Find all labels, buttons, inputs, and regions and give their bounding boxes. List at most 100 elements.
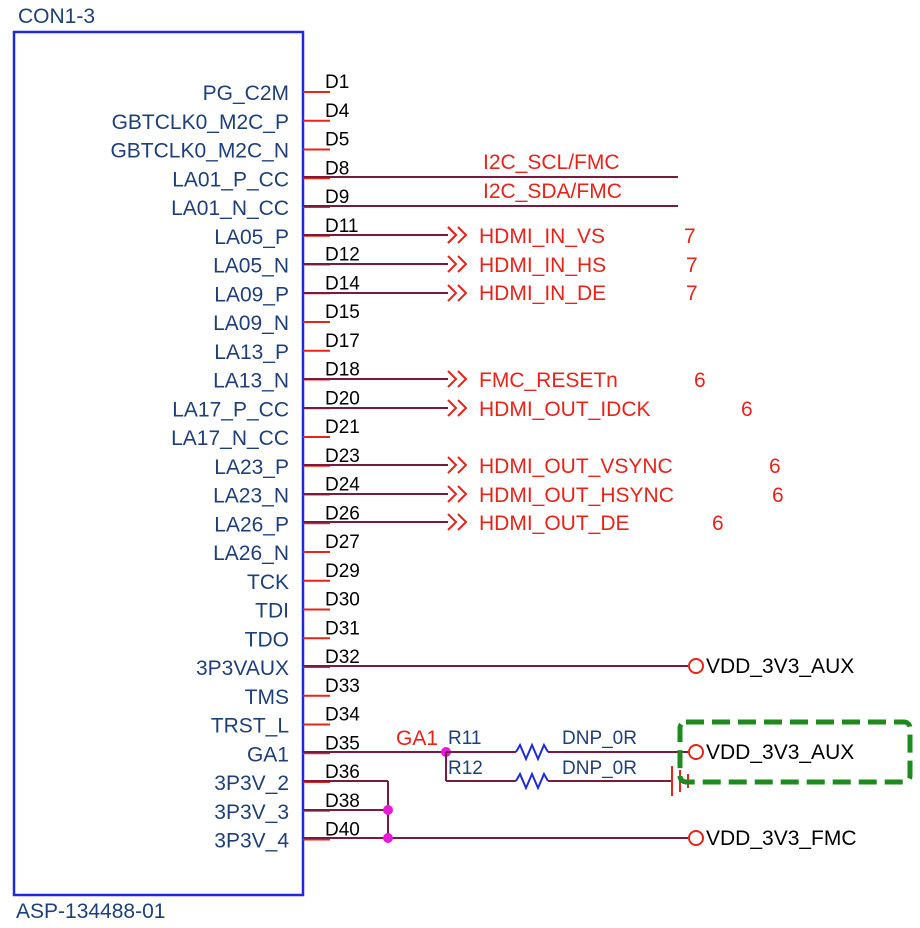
pin-number: D30: [325, 590, 360, 611]
pin-name: LA23_N: [213, 485, 289, 508]
pin-number: D14: [325, 273, 360, 294]
pin-number: D18: [325, 360, 360, 381]
resistor-r12: [515, 771, 549, 791]
pin-name: 3P3V_2: [214, 772, 289, 795]
pin-number: D34: [325, 705, 360, 726]
pin-number: D15: [325, 302, 360, 323]
pin-number: D32: [325, 647, 360, 668]
pin-name: LA23_P: [214, 456, 289, 479]
net-label-vdd-aux-1: VDD_3V3_AUX: [706, 655, 854, 678]
pin-name: LA13_N: [213, 370, 289, 393]
pin-number: D29: [325, 561, 360, 582]
port-chevron-15: [447, 513, 458, 531]
pin-number: D36: [325, 762, 360, 783]
net-label-hdmi-in-vs: HDMI_IN_VS: [479, 225, 605, 248]
pin-name: PG_C2M: [203, 82, 289, 105]
pin-number: D12: [325, 245, 360, 266]
pin-number: D33: [325, 676, 360, 697]
port-chevron-8: [457, 370, 468, 388]
pin-number: D11: [325, 216, 358, 237]
connector-part-number: ASP-134488-01: [16, 900, 165, 923]
sheet-ref-hdmi-out-de: 6: [712, 512, 724, 535]
sheet-ref-hdmi-out-vsync: 6: [769, 455, 781, 478]
pin-name: LA09_P: [214, 283, 289, 306]
net-label-i2c-scl: I2C_SCL/FMC: [483, 151, 620, 174]
sheet-ref-fmc-resetn: 6: [694, 369, 706, 392]
port-chevron-12: [457, 456, 468, 474]
power-port-vdd-aux-1: [688, 658, 704, 674]
pin-name: TMS: [245, 686, 289, 709]
port-chevron-6: [457, 284, 468, 302]
pin-number: D23: [325, 446, 360, 467]
pin-name: LA05_P: [214, 226, 289, 249]
pin-name: 3P3V_4: [214, 830, 289, 853]
pin-number: D5: [325, 130, 349, 151]
port-chevron-13: [447, 485, 458, 503]
pin-name: TCK: [247, 571, 289, 594]
sheet-ref-hdmi-in-de: 7: [686, 282, 698, 305]
port-chevron-2: [457, 226, 468, 244]
pin-number: D20: [325, 388, 360, 409]
pin-name: GBTCLK0_M2C_P: [112, 111, 289, 134]
pin-number: D27: [325, 532, 360, 553]
pin-name: GBTCLK0_M2C_N: [110, 140, 289, 163]
port-chevron-16: [457, 513, 468, 531]
junction-3p3v-3: [383, 805, 393, 815]
pin-name: 3P3VAUX: [196, 657, 289, 680]
net-label-ga1: GA1: [396, 727, 438, 750]
net-label-hdmi-out-hsync: HDMI_OUT_HSYNC: [479, 484, 674, 507]
highlight-box: [677, 719, 913, 785]
junction-3p3v-4: [383, 833, 393, 843]
resistor-r11: [515, 742, 549, 762]
ref-r11: R11: [448, 728, 481, 749]
power-port-vdd-aux-2: [688, 744, 704, 760]
pin-name: TDO: [245, 628, 289, 651]
pin-name: LA01_N_CC: [171, 197, 289, 220]
sheet-ref-hdmi-in-hs: 7: [686, 254, 698, 277]
power-port-vdd-fmc: [688, 830, 704, 846]
value-r11: DNP_0R: [562, 728, 637, 749]
pin-name: LA09_N: [213, 312, 289, 335]
pin-number: D9: [325, 187, 349, 208]
pin-name: TRST_L: [211, 715, 289, 738]
port-chevron-1: [447, 226, 458, 244]
pin-name: LA26_N: [213, 542, 289, 565]
port-chevron-3: [447, 255, 458, 273]
pin-number: D40: [325, 820, 360, 841]
port-chevron-10: [457, 399, 468, 417]
pin-number: D1: [325, 72, 349, 93]
pin-number: D35: [325, 733, 360, 754]
value-r12: DNP_0R: [562, 758, 637, 779]
pin-name: LA26_P: [214, 513, 289, 536]
sheet-ref-hdmi-out-hsync: 6: [772, 484, 784, 507]
pin-name: LA13_P: [214, 341, 289, 364]
pin-number: D24: [325, 475, 360, 496]
connector-designator: CON1-3: [18, 5, 95, 28]
port-chevron-5: [447, 284, 458, 302]
port-chevron-9: [447, 399, 458, 417]
net-label-fmc-resetn: FMC_RESETn: [479, 369, 618, 392]
pin-name: LA17_P_CC: [172, 398, 289, 421]
pin-number: D4: [325, 101, 350, 122]
pin-number: D38: [325, 791, 360, 812]
net-label-hdmi-in-hs: HDMI_IN_HS: [479, 254, 606, 277]
net-label-hdmi-out-idck: HDMI_OUT_IDCK: [479, 398, 651, 421]
sheet-ref-hdmi-out-idck: 6: [741, 398, 753, 421]
pin-name: 3P3V_3: [214, 801, 289, 824]
port-chevron-11: [447, 456, 458, 474]
net-label-hdmi-out-de: HDMI_OUT_DE: [479, 512, 630, 535]
pin-number: D31: [325, 618, 360, 639]
net-label-hdmi-in-de: HDMI_IN_DE: [479, 282, 606, 305]
port-chevron-7: [447, 370, 458, 388]
pin-name: GA1: [247, 743, 289, 766]
pin-name: LA01_P_CC: [172, 168, 289, 191]
ref-r12: R12: [448, 758, 483, 779]
net-label-vdd-fmc: VDD_3V3_FMC: [706, 827, 857, 850]
connector-body: [12, 30, 305, 897]
port-chevron-14: [457, 485, 468, 503]
net-label-hdmi-out-vsync: HDMI_OUT_VSYNC: [479, 455, 673, 478]
pin-name: LA17_N_CC: [171, 427, 289, 450]
